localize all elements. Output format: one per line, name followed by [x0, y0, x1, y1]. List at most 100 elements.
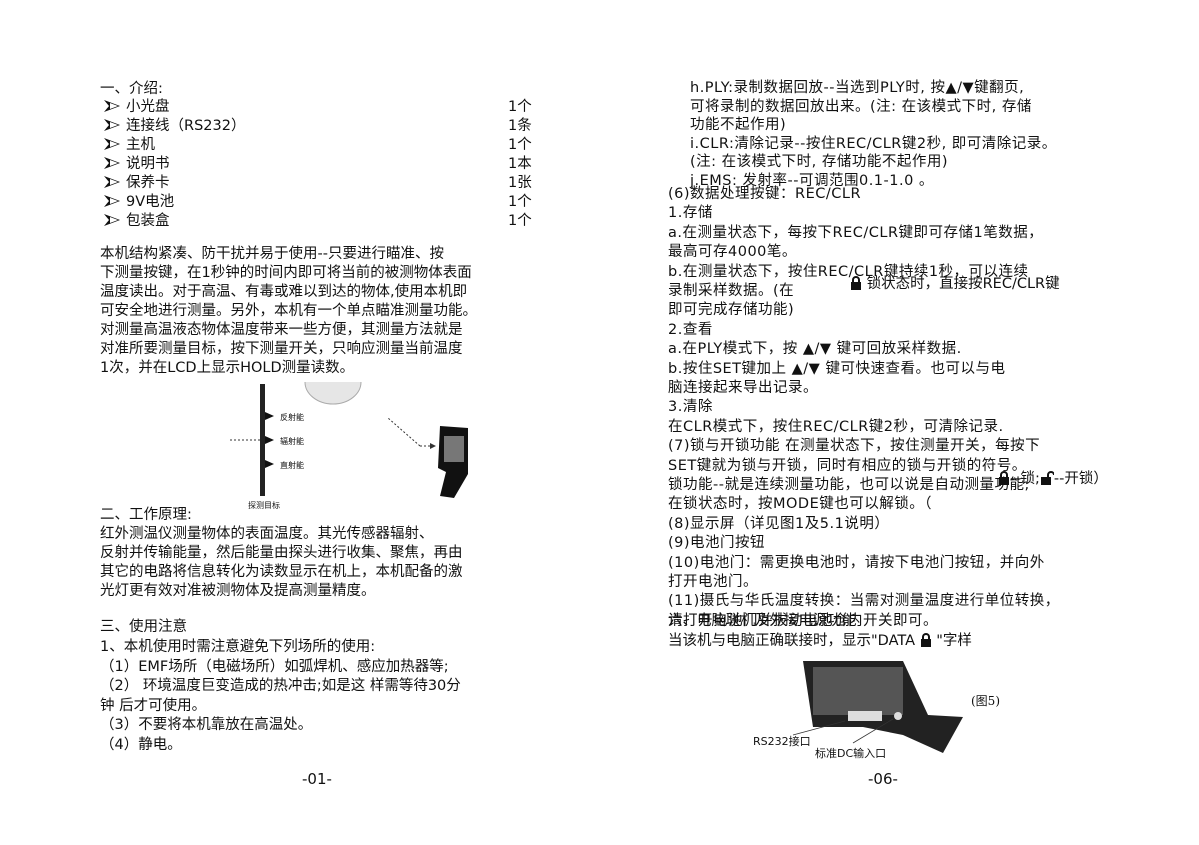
text-line: 1、本机使用时需注意避免下列场所的使用:: [100, 639, 376, 655]
figure5-device: [792, 661, 963, 753]
list-item: 保养卡: [104, 174, 170, 192]
text-line: 1.存储: [668, 205, 713, 222]
section6-line: 当该机与电脑正确联接时，显示"DATA "字样: [668, 632, 972, 650]
b-line-lock-suffix: 锁状态时，直接按REC/CLR键: [850, 275, 1060, 293]
text-line: 温度读出。对于高温、有毒或难以到达的物体,使用本机即: [100, 284, 468, 300]
section6-text-pre: 当该机与电脑正确联接时，显示"DATA: [668, 633, 916, 649]
item-qty: 1个: [508, 99, 532, 115]
text-line: i.CLR:清除记录--按住REC/CLR键2秒, 即可清除记录。: [690, 135, 1057, 152]
text-line: （2） 环境温度巨变造成的热冲击;如是这 样需等待30分: [100, 678, 461, 694]
text-line: 对测量高温液态物体温度带来一些方便，其测量方法就是: [100, 322, 463, 338]
arrow-bullet-icon: [104, 214, 124, 226]
text-line: 下测量按键，在1秒钟的时间内即可将当前的被测物体表面: [100, 265, 472, 281]
text-line: 1次，并在LCD上显示HOLD测量读数。: [100, 360, 355, 376]
text-line: 可将录制的数据回放出来。(注: 在该模式下时, 存储: [690, 98, 1032, 115]
item-qty: 1个: [508, 213, 532, 229]
text-line: （4）静电。: [100, 736, 182, 753]
text-line: 在CLR模式下，按住REC/CLR键2秒，可清除记录.: [668, 418, 1004, 435]
text-line: 对准所要测量目标，按下测量开关，只响应测量当前温度: [100, 341, 463, 357]
b-line-suffix-text: 锁状态时，直接按REC/CLR键: [866, 276, 1060, 292]
list-item: 连接线（RS232）: [104, 117, 245, 135]
text-line: b.按住SET键加上 ▲/▼ 键可快速查看。也可以与电: [668, 360, 1006, 377]
arrow-bullet-icon: [104, 138, 124, 150]
item-qty: 1张: [508, 175, 532, 191]
text-line: 可安全地进行测量。另外，本机有一个单点瞄准测量功能。: [100, 303, 477, 319]
text-line: 光灯更有效对准被测物体及提高测量精度。: [100, 583, 376, 599]
label-target: 探测目标: [248, 501, 280, 510]
text-line: (11)摄氏与华氏温度转换：当需对测量温度进行单位转换，: [668, 593, 1060, 610]
item-name: 小光盘: [126, 99, 170, 115]
text-line: h.PLY:录制数据回放--当选到PLY时, 按▲/▼键翻页,: [690, 80, 1025, 96]
item-name: 包装盒: [126, 213, 170, 229]
text-line: a.在测量状态下，每按下REC/CLR键即可存储1笔数据，: [668, 224, 1044, 241]
lock-legend-unlock-text: --开锁）: [1053, 471, 1108, 487]
text-line: (9)电池门按钮: [668, 535, 766, 552]
text-line: 钟 后才可使用。: [100, 697, 207, 714]
text-line: 其它的电路将信息转化为读数显示在机上，本机配备的激: [100, 564, 463, 580]
item-name: 说明书: [126, 156, 170, 172]
item-qty: 1个: [508, 194, 532, 210]
text-line: （3）不要将本机靠放在高温处。: [100, 717, 313, 733]
lock-legend: --锁; --开锁）: [998, 470, 1108, 488]
text-line: SET键就为锁与开锁，同时有相应的锁与开锁的符号。: [668, 457, 1027, 474]
lens-shape: [304, 381, 362, 405]
arrow-bullet-icon: [104, 176, 124, 188]
energy-diagram: [230, 381, 468, 498]
thermometer-gun-icon: [438, 426, 468, 498]
text-line: 脑连接起来导出记录。: [668, 380, 818, 396]
text-line: j.EMS: 发射率--可调范围0.1-1.0 。: [690, 172, 934, 189]
label-radiate: 辐射能: [280, 437, 304, 446]
text-line: (6)数据处理按键：REC/CLR: [668, 186, 862, 202]
text-line: （1）EMF场所（电磁场所）如弧焊机、感应加热器等;: [100, 658, 449, 675]
text-line: 反射并传输能量，然后能量由探头进行收集、聚焦，再由: [100, 545, 463, 561]
list-item: 说明书: [104, 155, 170, 173]
intro-heading: 一、介绍:: [100, 81, 163, 97]
text-line: 即可完成存储功能): [668, 302, 795, 319]
lock-legend-lock-text: --锁;: [1010, 471, 1040, 487]
text-line: 2.查看: [668, 321, 713, 338]
section6-text-post: "字样: [936, 633, 972, 649]
principle-heading: 二、工作原理:: [100, 507, 192, 523]
unlock-icon: [1040, 471, 1054, 485]
lock-icon: [851, 276, 861, 290]
page-number-right: -06-: [868, 770, 898, 788]
item-name: 主机: [126, 137, 155, 153]
arrow-bullet-icon: [104, 119, 124, 131]
item-name: 9V电池: [126, 194, 175, 210]
text-line: 3.清除: [668, 399, 713, 416]
item-qty: 1个: [508, 137, 532, 153]
right-page: h.PLY:录制数据回放--当选到PLY时, 按▲/▼键翻页, 可将录制的数据回…: [668, 0, 1148, 845]
item-name: 保养卡: [126, 175, 170, 191]
label-rs232: RS232接口: [753, 735, 811, 748]
text-line: 锁功能--就是连续测量功能，也可以说是自动测量功能;: [668, 477, 1030, 493]
page-number-left: -01-: [302, 770, 332, 788]
lock-icon: [999, 471, 1009, 485]
list-item: 9V电池: [104, 193, 174, 211]
text-line: b.在测量状态下，按住REC/CLR键持续1秒，可以连续: [668, 263, 1029, 280]
item-name: 连接线（RS232）: [126, 118, 246, 134]
arrow-bullet-icon: [104, 100, 124, 112]
label-direct: 直射能: [280, 461, 304, 470]
item-qty: 1本: [508, 156, 532, 172]
text-line: 请打开电池门并拔动电池仓内开关即可。: [668, 612, 938, 629]
text-line: 本机结构紧凑、防干扰并易于使用--只要进行瞄准、按: [100, 246, 444, 262]
text-line: (7)锁与开锁功能 在测量状态下，按住测量开关，每按下: [668, 438, 1041, 455]
text-line: (8)显示屏（详见图1及5.1说明）: [668, 515, 890, 532]
section6-heading: 六、电脑联机及外接电源功能: [668, 613, 857, 629]
text-line: (10)电池门：需更换电池时，请按下电池门按钮，并向外: [668, 554, 1045, 571]
text-line: 红外测温仪测量物体的表面温度。其光传感器辐射、: [100, 526, 434, 542]
text-line: a.在PLY模式下，按 ▲/▼ 键可回放采样数据.: [668, 341, 962, 358]
arrow-bullet-icon: [104, 195, 124, 207]
text-line: 在锁状态时，按MODE键也可以解锁。（: [668, 496, 932, 513]
text-line: 打开电池门。: [668, 574, 758, 590]
lock-icon: [920, 633, 931, 647]
text-line: 功能不起作用): [690, 117, 787, 133]
figure5-caption: (图5): [971, 694, 1000, 708]
list-item: 小光盘: [104, 98, 170, 116]
list-item: 包装盒: [104, 212, 170, 230]
label-dc-input: 标准DC输入口: [815, 747, 887, 760]
text-line: 最高可存4000笔。: [668, 244, 797, 261]
text-line: (注: 在该模式下时, 存储功能不起作用): [690, 154, 949, 170]
text-line: 录制采样数据。(在: [668, 283, 795, 299]
